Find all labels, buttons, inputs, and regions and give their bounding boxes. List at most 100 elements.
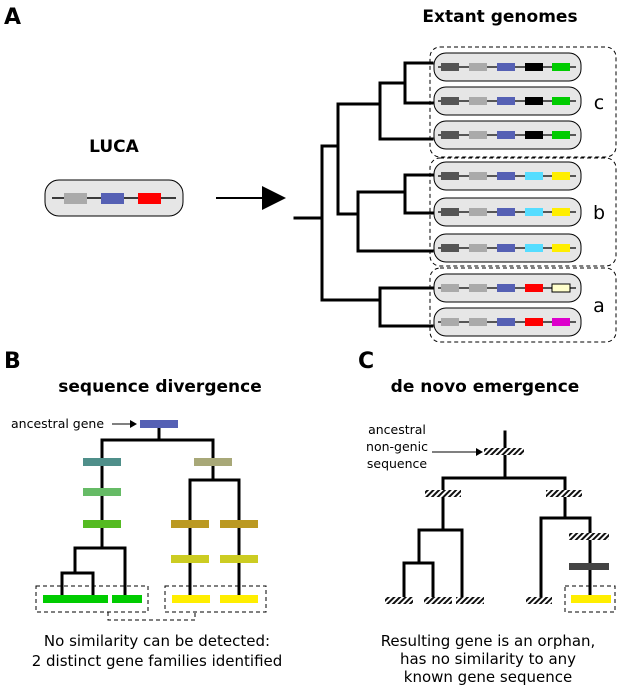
genome-gene [552,172,570,180]
genome-gene [441,97,459,105]
panel-a-letter: A [4,5,21,30]
genome-gene [469,318,487,326]
genome-gene [552,131,570,139]
gene-bar [83,520,121,528]
panel-b-genes [43,420,258,603]
genome-gene [441,131,459,139]
genome-gene [497,172,515,180]
group-b-box [429,157,617,267]
genome-gene [497,63,515,71]
genome-gene [469,284,487,292]
genome-gene [441,318,459,326]
gene-bar [43,595,81,603]
genome-gene [552,208,570,216]
genome-gene [552,63,570,71]
genome-gene [497,97,515,105]
genome-gene [525,97,543,105]
panel-c-caption-line1: Resulting gene is an orphan, [381,632,596,650]
noncoding-bar [546,490,582,497]
group-c-label: c [594,92,604,114]
genome-gene [469,131,487,139]
tree-a [293,61,434,328]
panel-c-letter: C [358,349,374,374]
ancestral-nongenic-line1: ancestral [368,422,426,437]
group-c-box [429,46,617,158]
noncoding-bar [526,597,552,604]
gene-bar [220,595,258,603]
tree-b [60,422,241,600]
gene-bar [171,555,209,563]
extant-genome [433,120,582,150]
extant-genome [433,161,582,191]
luca-genome [44,179,184,217]
ancestral-nongenic-arrow [432,448,483,456]
genome-gene [497,284,515,292]
ancestral-nongenic-line2: non-genic [366,439,428,454]
ancestral-gene-label: ancestral gene [11,416,104,431]
genome-gene [441,63,459,71]
panel-c-title: de novo emergence [391,377,580,397]
noncoding-bar [425,490,461,497]
genome-gene [469,208,487,216]
genome-gene [551,283,571,293]
genome-gene [441,284,459,292]
genome-gene [525,131,543,139]
genome-gene [525,284,543,292]
evolution-arrow [216,186,286,210]
extant-genome [433,52,582,82]
genome-gene [497,318,515,326]
orphan-gene-bar [571,595,611,603]
gene-bar [172,595,210,603]
gene-bar [83,488,121,496]
genome-gene [469,63,487,71]
gene-bar [194,458,232,466]
genome-gene [497,208,515,216]
proto-gene-bar [569,563,609,570]
gene-bar [112,595,142,603]
panel-b-caption-line1: No similarity can be detected: [44,632,270,650]
luca-gene [64,193,87,204]
extant-genome [433,273,582,303]
panel-c-caption-line3: known gene sequence [404,668,572,686]
ancestral-noncoding-bar [484,448,524,455]
genome-gene [525,318,543,326]
extant-genome [433,307,582,337]
genome-gene [497,131,515,139]
extant-genome [433,197,582,227]
gene-bar [171,520,209,528]
luca-gene [138,193,161,204]
ancestral-gene-bar [140,420,178,428]
luca-genes [64,193,161,204]
genome-gene [441,172,459,180]
genome-gene [525,208,543,216]
genome-gene [525,172,543,180]
group-b-label: b [593,202,605,224]
panel-b-letter: B [4,349,21,374]
genome-gene [552,318,570,326]
green-family-box [35,585,149,613]
luca-gene [101,193,124,204]
genome-gene [552,244,570,252]
genome-gene [469,244,487,252]
extant-genomes-title: Extant genomes [422,7,577,27]
genome-gene [441,244,459,252]
noncoding-segments [385,448,609,604]
noncoding-bar [569,533,609,540]
noncoding-bar [456,597,484,604]
gene-bar [220,555,258,563]
extant-genome [433,233,582,263]
panel-b-caption-line2: 2 distinct gene families identified [32,652,283,670]
gene-bar [220,520,258,528]
extant-genome [433,86,582,116]
ancestral-nongenic-line3: sequence [367,456,428,471]
genome-gene [441,208,459,216]
orphan-gene-box [564,585,616,613]
luca-label: LUCA [89,137,140,157]
genome-gene [469,97,487,105]
tree-c [402,430,592,600]
panel-c-caption-line2: has no similarity to any [400,650,576,668]
genome-gene [552,97,570,105]
genome-gene [469,172,487,180]
gene-bar [83,458,121,466]
